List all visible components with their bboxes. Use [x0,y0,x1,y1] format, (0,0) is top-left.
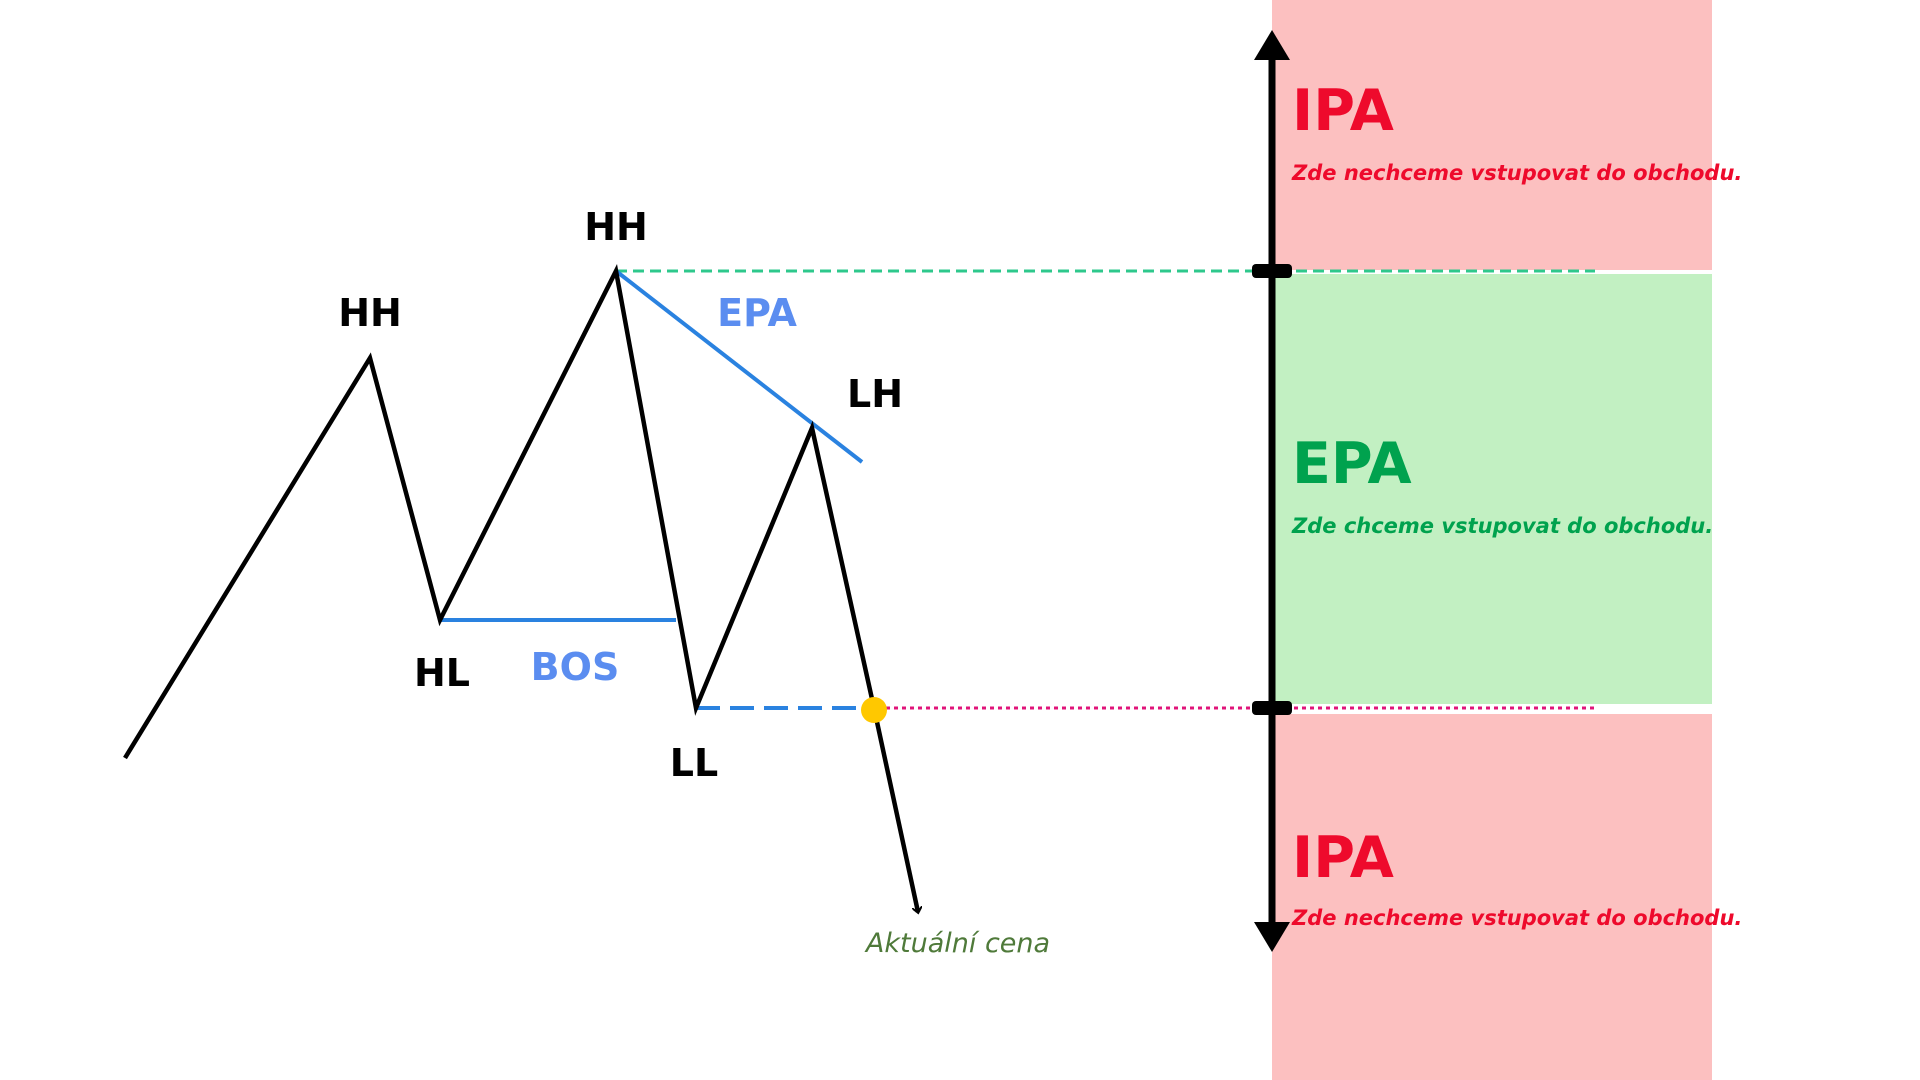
ll-label: LL [670,741,718,785]
current-price-label: Aktuální cena [864,928,1050,959]
ipa-top-title: IPA [1292,78,1394,144]
epa-trendline-label: EPA [717,291,797,335]
current-price-dot [861,697,887,723]
hl-label: HL [414,651,470,695]
axis-down-arrow-icon [1254,922,1290,952]
price-path-continuation-arrow [871,707,918,912]
ipa-bottom-zone [1272,714,1712,1080]
ipa-bottom-title: IPA [1292,825,1394,891]
axis-tick-epa-top [1252,264,1292,278]
hh-first-label: HH [338,291,402,335]
axis-tick-current-price [1252,701,1292,715]
hh-second-label: HH [584,205,648,249]
ipa-top-description: Zde nechceme vstupovat do obchodu. [1291,161,1742,185]
epa-description: Zde chceme vstupovat do obchodu. [1291,514,1713,538]
epa-title: EPA [1292,431,1412,497]
ipa-bottom-description: Zde nechceme vstupovat do obchodu. [1291,906,1742,930]
epa-trendline [614,269,864,464]
price-path [123,264,877,760]
axis-up-arrow-icon [1254,30,1290,60]
ipa-top-zone [1272,0,1712,270]
bos-label: BOS [531,645,620,689]
epa-zone [1272,274,1712,704]
lh-label: LH [847,372,903,416]
